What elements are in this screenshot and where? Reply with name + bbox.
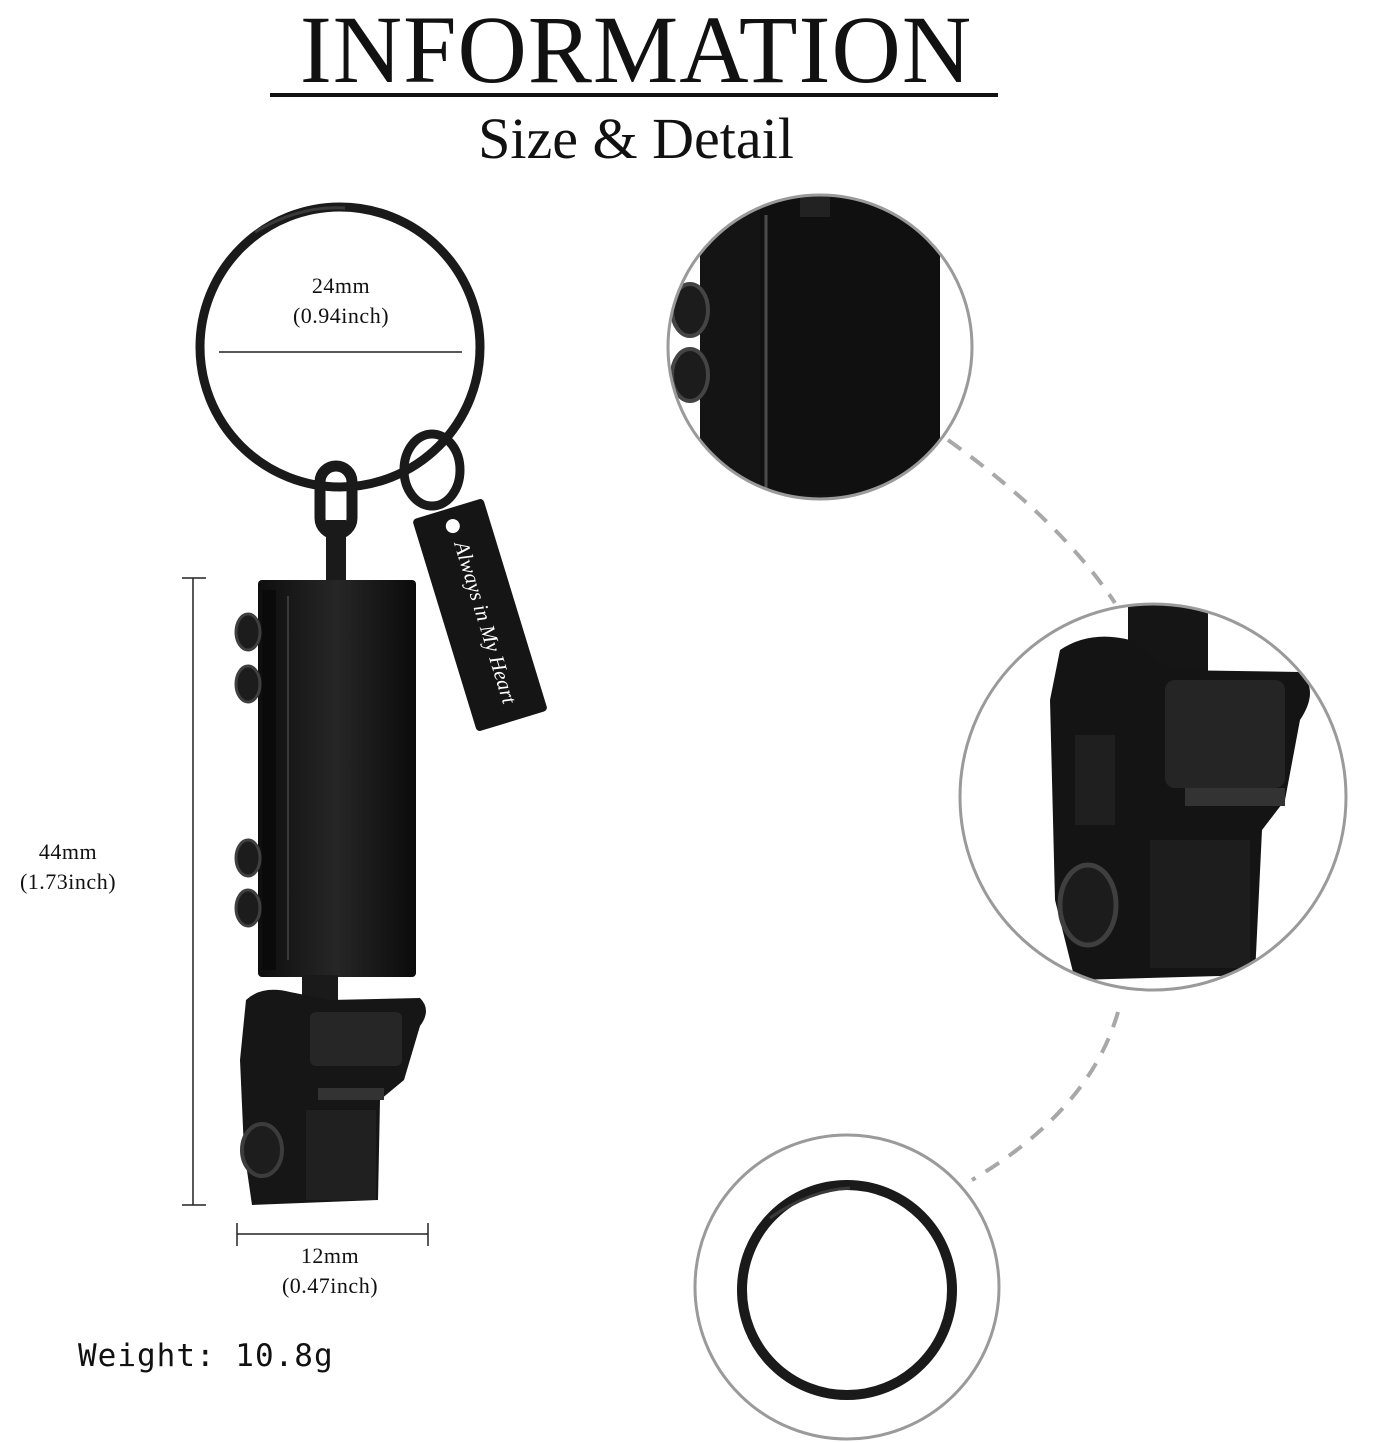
width-dimension-mm: 12mm <box>300 1243 360 1268</box>
dashed-connector-bottom <box>970 1011 1120 1182</box>
height-dimension <box>182 577 206 1206</box>
tag-jump-ring <box>399 429 465 511</box>
width-dimension <box>236 1223 429 1246</box>
detail-circle-key-ring <box>693 1133 1001 1441</box>
dashed-connector-top <box>946 438 1117 605</box>
engraved-tag <box>413 499 547 731</box>
urn-body <box>234 580 416 977</box>
ring-dimension-label: 24mm (0.94inch) <box>261 271 421 331</box>
width-dimension-inch: (0.47inch) <box>281 1273 379 1298</box>
title-underline <box>270 93 998 97</box>
key-ring <box>195 202 485 492</box>
detail-circle-truck-cab <box>958 602 1348 992</box>
page-title: INFORMATION <box>299 0 973 103</box>
height-dimension-label: 44mm (1.73inch) <box>0 837 136 897</box>
page-subtitle: Size & Detail <box>478 106 794 171</box>
truck-cab <box>240 989 426 1205</box>
bail-loop <box>314 460 358 586</box>
width-dimension-label: 12mm (0.47inch) <box>250 1241 410 1301</box>
ring-dimension-inch: (0.94inch) <box>292 303 390 328</box>
height-dimension-mm: 44mm <box>38 839 98 864</box>
ring-dimension-mm: 24mm <box>311 273 371 298</box>
weight-label: Weight: 10.8g <box>78 1338 334 1374</box>
detail-circle-urn-top <box>666 193 974 501</box>
height-dimension-inch: (1.73inch) <box>19 869 117 894</box>
